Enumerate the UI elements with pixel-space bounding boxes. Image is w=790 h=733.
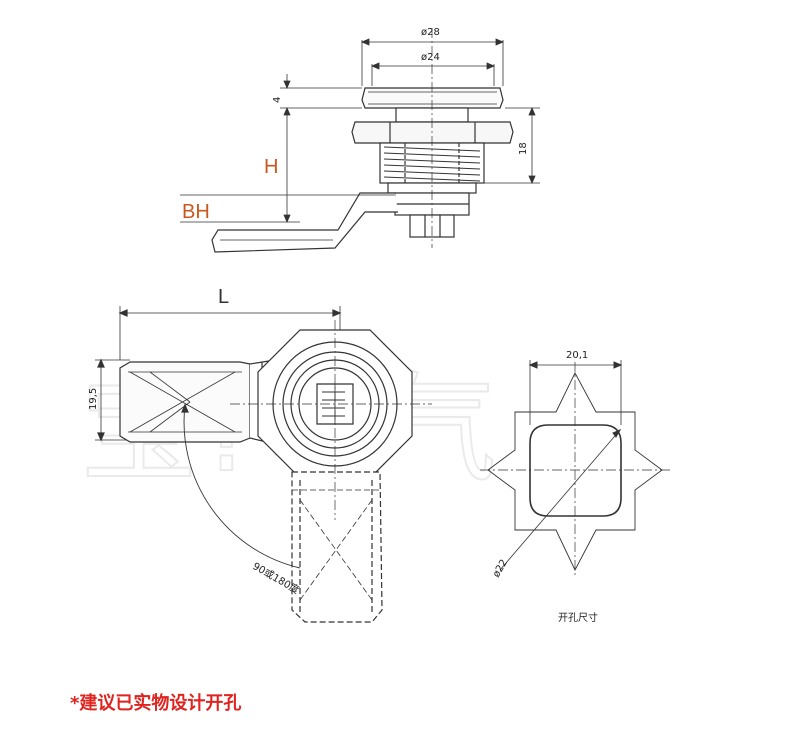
dim-tongue-width: 19,5: [88, 388, 99, 410]
dim-body-height: 18: [518, 142, 529, 155]
side-view-dimensions: [180, 38, 540, 224]
dim-outer-diameter: ø28: [421, 27, 440, 38]
front-view: [95, 306, 432, 623]
dim-head-height: 4: [272, 97, 283, 103]
label-l: L: [218, 286, 229, 308]
cutout-view: [480, 360, 670, 575]
label-bh: BH: [182, 201, 210, 223]
dim-hole-diameter: ø22: [491, 558, 510, 580]
label-h: H: [264, 156, 278, 178]
cutout-caption: 开孔尺寸: [558, 611, 598, 624]
dim-inner-diameter: ø24: [421, 52, 440, 63]
dim-hole-width: 20,1: [566, 350, 588, 361]
footer-note: *建议已实物设计开孔: [70, 693, 242, 714]
side-view: [211, 28, 514, 253]
